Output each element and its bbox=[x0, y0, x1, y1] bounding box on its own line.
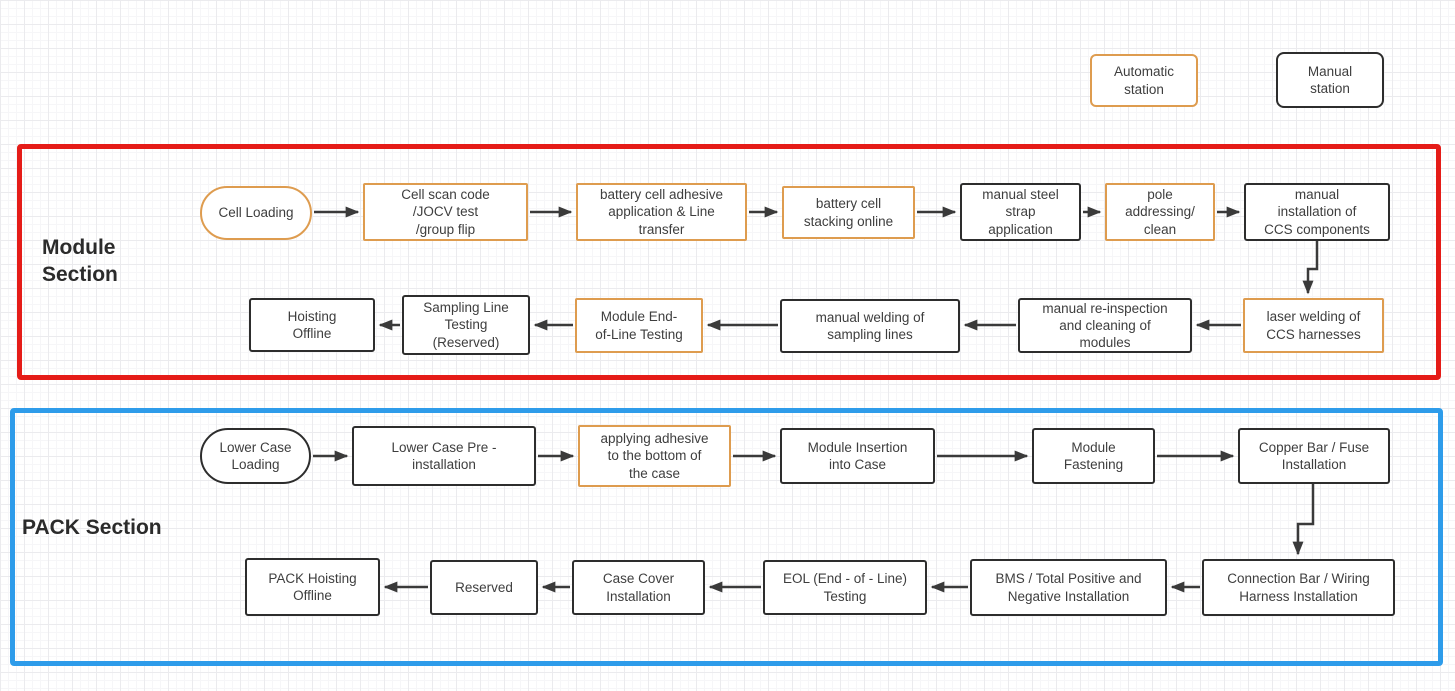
node-hoisting-offline: Hoisting Offline bbox=[249, 298, 375, 352]
module-section-title: Module Section bbox=[42, 236, 118, 287]
node-laser-welding-ccs: laser welding of CCS harnesses bbox=[1243, 298, 1384, 353]
node-cell-adhesive-application: battery cell adhesive application & Line… bbox=[576, 183, 747, 241]
node-bms-installation: BMS / Total Positive and Negative Instal… bbox=[970, 559, 1167, 616]
node-pack-hoisting-offline: PACK Hoisting Offline bbox=[245, 558, 380, 616]
node-module-eol-testing: Module End- of-Line Testing bbox=[575, 298, 703, 353]
node-sampling-line-testing: Sampling Line Testing (Reserved) bbox=[402, 295, 530, 355]
node-lower-case-loading: Lower Case Loading bbox=[200, 428, 311, 484]
node-connection-bar-wiring: Connection Bar / Wiring Harness Installa… bbox=[1202, 559, 1395, 616]
node-adhesive-case-bottom: applying adhesive to the bottom of the c… bbox=[578, 425, 731, 487]
node-module-insertion: Module Insertion into Case bbox=[780, 428, 935, 484]
node-reserved: Reserved bbox=[430, 560, 538, 615]
node-reinspection-cleaning: manual re-inspection and cleaning of mod… bbox=[1018, 298, 1192, 353]
node-eol-testing: EOL (End - of - Line) Testing bbox=[763, 560, 927, 615]
node-case-cover-installation: Case Cover Installation bbox=[572, 560, 705, 615]
node-module-fastening: Module Fastening bbox=[1032, 428, 1155, 484]
node-pole-addressing-clean: pole addressing/ clean bbox=[1105, 183, 1215, 241]
module-section-frame bbox=[17, 144, 1441, 380]
pack-section-title: PACK Section bbox=[22, 516, 162, 539]
node-lower-case-pre-installation: Lower Case Pre - installation bbox=[352, 426, 536, 486]
node-copper-bar-fuse: Copper Bar / Fuse Installation bbox=[1238, 428, 1390, 484]
node-cell-stacking-online: battery cell stacking online bbox=[782, 186, 915, 239]
legend-automatic-station: Automatic station bbox=[1090, 54, 1198, 107]
node-ccs-components-installation: manual installation of CCS components bbox=[1244, 183, 1390, 241]
node-cell-scan-code: Cell scan code /JOCV test /group flip bbox=[363, 183, 528, 241]
node-steel-strap-application: manual steel strap application bbox=[960, 183, 1081, 241]
node-cell-loading: Cell Loading bbox=[200, 186, 312, 240]
pack-section-frame bbox=[10, 408, 1443, 666]
legend-manual-station: Manual station bbox=[1276, 52, 1384, 108]
node-welding-sampling-lines: manual welding of sampling lines bbox=[780, 299, 960, 353]
